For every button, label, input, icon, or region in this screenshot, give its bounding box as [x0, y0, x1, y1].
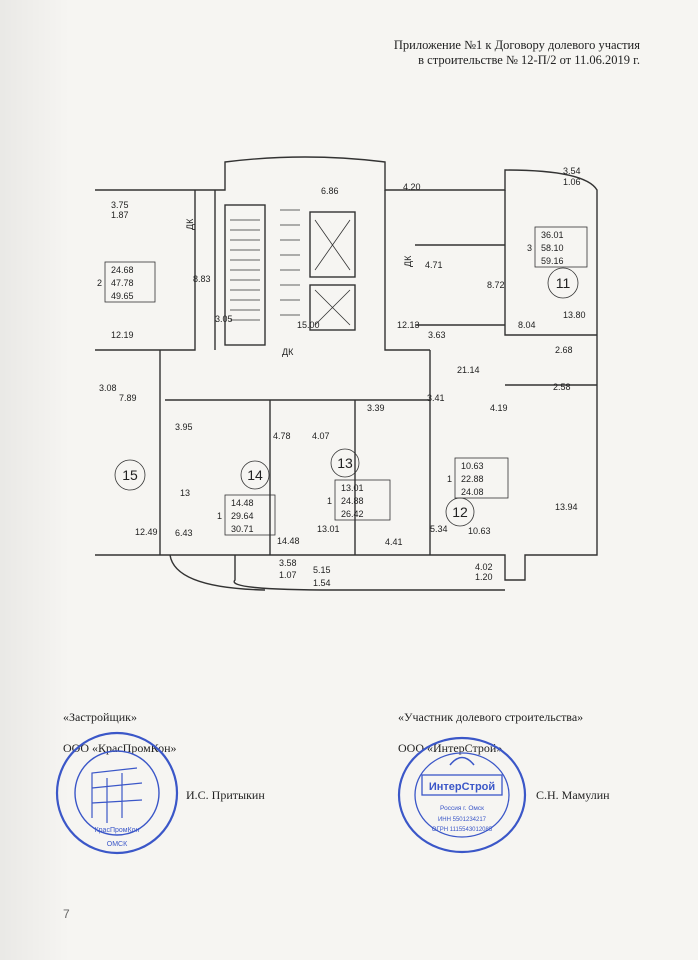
developer-role: «Застройщик»	[63, 710, 137, 724]
svg-text:3.54: 3.54	[563, 166, 581, 176]
participant-stamp-city: Россия г. Омск	[440, 805, 484, 812]
svg-text:1.54: 1.54	[313, 578, 331, 588]
apartment-area: 29.64	[231, 511, 254, 521]
svg-text:13.80: 13.80	[563, 310, 586, 320]
svg-text:21.14: 21.14	[457, 365, 480, 375]
svg-text:3.41: 3.41	[427, 393, 445, 403]
apartment-area: 26.42	[341, 509, 364, 519]
svg-text:3.39: 3.39	[367, 403, 385, 413]
apartment-area: 59.16	[541, 256, 564, 266]
apartment-area: 10.63	[461, 461, 484, 471]
apartment-area: 24.68	[111, 265, 134, 275]
svg-text:8.83: 8.83	[193, 274, 211, 284]
participant-stamp-ogrn: ОГРН 1115543012085	[432, 827, 493, 833]
outer-wall	[95, 156, 598, 591]
apartment-rooms: 1	[217, 511, 222, 521]
svg-text:8.04: 8.04	[518, 320, 536, 330]
apartment-area: 14.48	[231, 498, 254, 508]
svg-text:10.63: 10.63	[468, 526, 491, 536]
elevator-2	[309, 284, 356, 331]
developer-signer: И.С. Притыкин	[186, 788, 265, 802]
svg-text:3.58: 3.58	[279, 558, 297, 568]
svg-text:3.75: 3.75	[111, 200, 129, 210]
svg-text:4.07: 4.07	[312, 431, 330, 441]
svg-text:4.78: 4.78	[273, 431, 291, 441]
svg-text:ДК: ДК	[403, 255, 413, 267]
participant-company: ООО «ИнтерСтрой»	[398, 741, 503, 755]
header-line-2: в строительстве № 12-П/2 от 11.06.2019 г…	[418, 53, 640, 67]
apartment-number-13: 13	[337, 455, 353, 471]
svg-text:1.06: 1.06	[563, 177, 581, 187]
participant-stamp-inn: ИНН 5501234217	[438, 817, 487, 823]
svg-text:12.13: 12.13	[397, 320, 420, 330]
apartment-area: 30.71	[231, 524, 254, 534]
svg-text:1.20: 1.20	[475, 572, 493, 582]
floor-plan: 6.86 4.20 3.541.06 3.751.87 8.83 3.05 15.0…	[95, 156, 598, 591]
svg-text:ДК: ДК	[185, 218, 195, 230]
apartment-area: 36.01	[541, 230, 564, 240]
svg-text:13.01: 13.01	[317, 524, 340, 534]
developer-stamp: КрасПромКон ОМСК	[55, 731, 179, 855]
svg-text:3.63: 3.63	[428, 330, 446, 340]
apartment-rooms: 2	[97, 278, 102, 288]
svg-text:6.43: 6.43	[175, 528, 193, 538]
svg-text:4.20: 4.20	[403, 182, 421, 192]
svg-text:1.87: 1.87	[111, 210, 129, 220]
svg-text:12.19: 12.19	[111, 330, 134, 340]
svg-text:2.68: 2.68	[555, 345, 573, 355]
apartment-area: 49.65	[111, 291, 134, 301]
apartment-area: 13.01	[341, 483, 364, 493]
participant-signer: С.Н. Мамулин	[536, 788, 610, 802]
apartment-area: 24.88	[341, 496, 364, 506]
svg-text:5.34: 5.34	[430, 524, 448, 534]
stair-core	[224, 204, 266, 346]
apartment-rooms: 1	[327, 496, 332, 506]
svg-text:3.08: 3.08	[99, 383, 117, 393]
apartment-number-15: 15	[122, 467, 138, 483]
elevator-1	[309, 211, 356, 278]
svg-text:4.41: 4.41	[385, 537, 403, 547]
svg-text:8.72: 8.72	[487, 280, 505, 290]
apartment-area: 58.10	[541, 243, 564, 253]
svg-text:15.00: 15.00	[297, 320, 320, 330]
developer-company: ООО «КрасПромКон»	[63, 741, 177, 755]
header-line-1: Приложение №1 к Договору долевого участи…	[393, 38, 640, 52]
participant-stamp: ИнтерСтрой Россия г. Омск ИНН 5501234217…	[397, 736, 527, 854]
apartment-rooms: 3	[527, 243, 532, 253]
contract-annex-header: Приложение №1 к Договору долевого участи…	[394, 38, 640, 68]
svg-text:4.02: 4.02	[475, 562, 493, 572]
svg-text:3.95: 3.95	[175, 422, 193, 432]
svg-text:14.48: 14.48	[277, 536, 300, 546]
developer-stamp-center: КрасПромКон	[95, 827, 140, 834]
participant-role: «Участник долевого строительства»	[398, 710, 584, 724]
svg-text:1.07: 1.07	[279, 570, 297, 580]
svg-text:5.15: 5.15	[313, 565, 331, 575]
svg-text:7.89: 7.89	[119, 393, 137, 403]
apartment-number-11: 11	[556, 275, 571, 291]
svg-text:13.94: 13.94	[555, 502, 578, 512]
apartment-rooms: 1	[447, 474, 452, 484]
svg-text:12.49: 12.49	[135, 527, 158, 537]
participant-stamp-center: ИнтерСтрой	[429, 781, 495, 793]
page-number: 7	[63, 907, 70, 921]
svg-text:2.58: 2.58	[553, 382, 571, 392]
svg-text:ДК: ДК	[282, 347, 294, 357]
svg-text:3.05: 3.05	[215, 314, 233, 324]
apartment-area: 22.88	[461, 474, 484, 484]
apartment-number-12: 12	[452, 504, 468, 520]
apartment-area: 47.78	[111, 278, 134, 288]
apartment-area: 24.08	[461, 487, 484, 497]
svg-text:6.86: 6.86	[321, 186, 339, 196]
apartment-number-14: 14	[247, 467, 263, 483]
developer-stamp-city: ОМСК	[107, 841, 128, 848]
svg-text:4.71: 4.71	[425, 260, 443, 270]
svg-text:13: 13	[180, 488, 190, 498]
svg-text:4.19: 4.19	[490, 403, 508, 413]
